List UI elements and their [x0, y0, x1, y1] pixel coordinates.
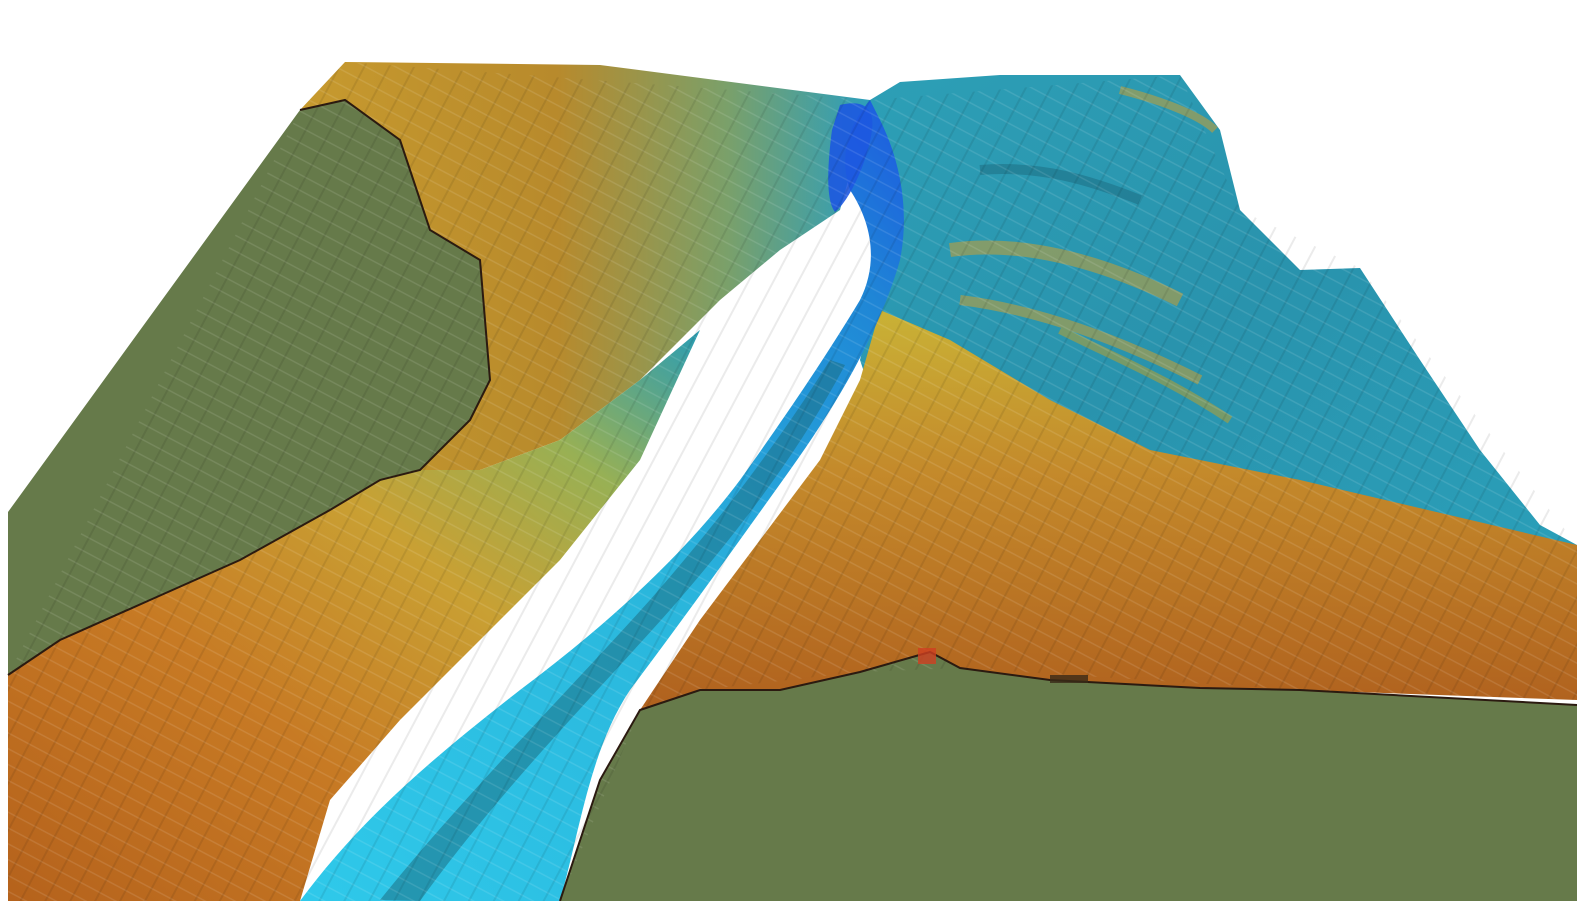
harbour-feature — [918, 648, 936, 664]
pier-feature — [1050, 675, 1088, 683]
relief-texture-cross — [8, 62, 1577, 901]
coastline-left — [7, 98, 492, 676]
coastline-bottom — [559, 650, 1577, 901]
land-bottom — [560, 652, 1577, 901]
